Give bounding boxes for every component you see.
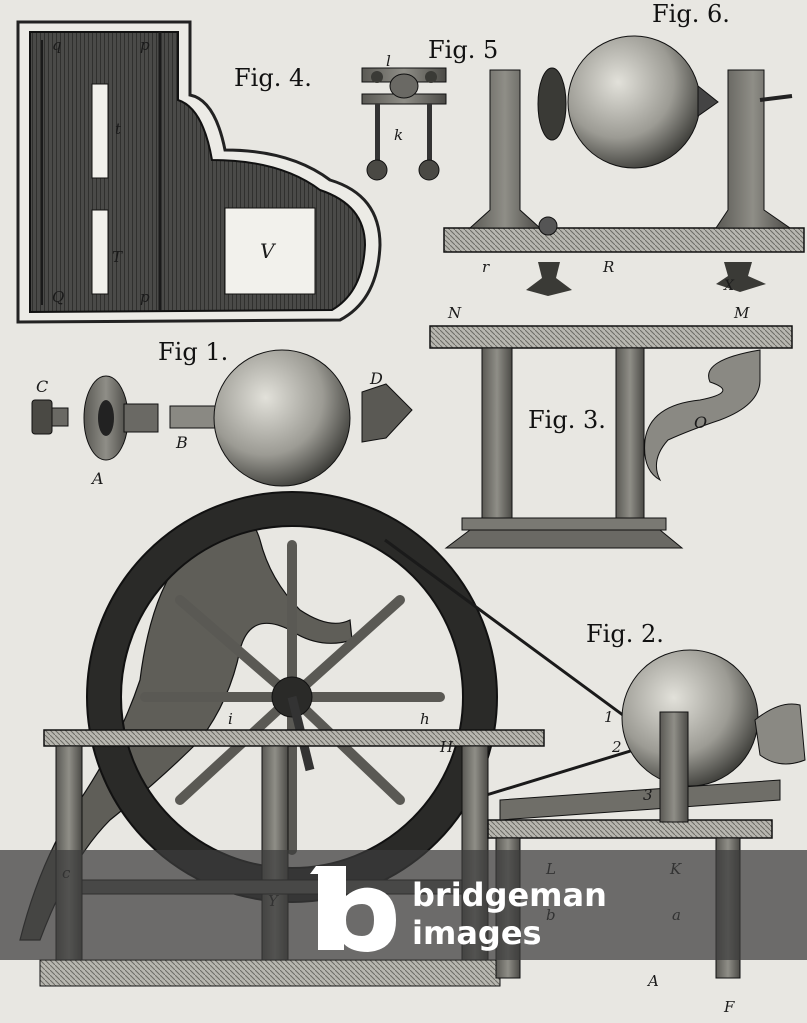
fig2-sphere	[621, 649, 759, 787]
fig6-label-R: R	[602, 258, 614, 276]
fig6-label-r: r	[482, 258, 490, 276]
fig4-slot-lower	[91, 209, 109, 295]
fig1-label-A: A	[90, 469, 104, 488]
fig2-label-H: H	[439, 738, 454, 756]
fig6-title: Fig. 6.	[652, 0, 730, 28]
fig4-slot-upper	[91, 83, 109, 179]
fig1-diagram: Fig 1. C A B D	[31, 338, 413, 488]
fig6-diagram: Fig. 6. r R X	[443, 0, 805, 296]
fig3-label-O: O	[694, 413, 707, 432]
watermark: bridgeman images	[0, 850, 807, 960]
fig4-window-v	[224, 207, 316, 295]
fig5-diagram: Fig. 5 l k	[361, 36, 498, 181]
watermark-logo-b	[310, 866, 396, 952]
fig4-label-t: t	[115, 120, 122, 138]
fig3-diagram: Fig. 3. N M O	[429, 304, 793, 549]
fig1-label-B: B	[175, 433, 188, 452]
operator-figure	[19, 508, 353, 941]
fig2-label-h: h	[420, 710, 430, 728]
fig4-label-p-bottom: p	[140, 288, 150, 306]
fig1-title: Fig 1.	[158, 338, 228, 366]
fig5-label-k: k	[394, 126, 403, 144]
fig1-label-C: C	[36, 377, 48, 396]
fig3-label-N: N	[447, 304, 462, 322]
fig5-label-l: l	[386, 52, 391, 70]
fig2-label-F: F	[723, 998, 735, 1016]
fig1-sphere	[213, 349, 351, 487]
fig4-label-q: q	[52, 36, 62, 54]
watermark-line1: bridgeman	[412, 876, 607, 914]
fig2-label-n1: 1	[604, 708, 614, 726]
fig3-title: Fig. 3.	[528, 406, 606, 434]
drive-cord-upper	[384, 538, 651, 737]
fig4-title: Fig. 4.	[234, 64, 312, 92]
watermark-line2: images	[412, 914, 542, 952]
fig2-title: Fig. 2.	[586, 620, 664, 648]
watermark-bar	[0, 850, 807, 960]
fig2-label-n3: 3	[643, 786, 653, 804]
fig4-label-V: V	[260, 239, 277, 263]
drive-cord-lower	[469, 743, 651, 802]
fig5-title: Fig. 5	[428, 36, 498, 64]
fig6-sphere	[567, 35, 701, 169]
fig2-label-n2: 2	[611, 738, 622, 756]
fig2-label-A: A	[646, 972, 659, 990]
fig4-label-T: T	[112, 248, 123, 266]
fig6-label-X: X	[723, 278, 735, 294]
wheel-spokes	[140, 540, 445, 855]
fig3-label-M: M	[733, 304, 750, 322]
fig2-label-i: i	[228, 710, 233, 728]
fig4-label-p-top: p	[140, 36, 150, 54]
fig4-diagram: Fig. 4. q p t T Q p V	[16, 20, 382, 324]
fig1-label-D: D	[369, 369, 383, 388]
fig4-label-Q: Q	[52, 288, 64, 306]
